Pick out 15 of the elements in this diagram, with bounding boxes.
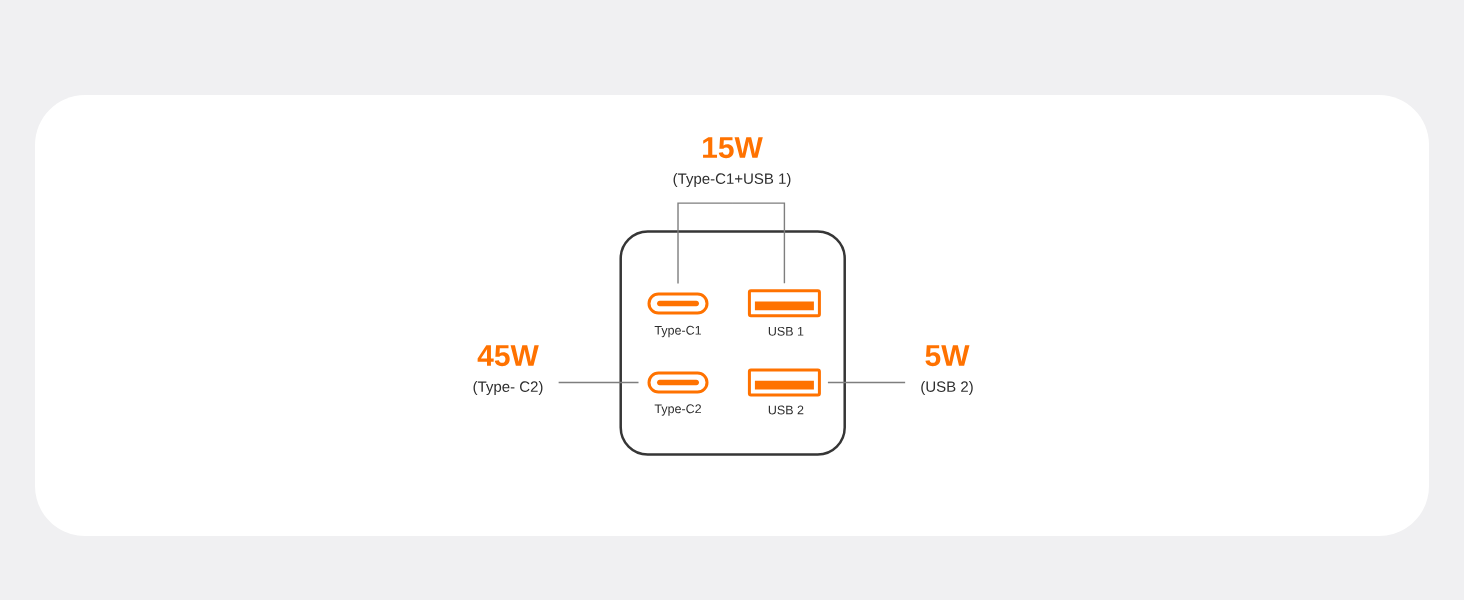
- wattage-label: 45W: [477, 345, 539, 367]
- port-label: Type-C2: [654, 404, 701, 416]
- port-label: Type-C1: [654, 325, 701, 338]
- leader-line: [827, 381, 906, 384]
- charger-outline: [619, 230, 846, 456]
- port-caption: (USB 2): [921, 381, 973, 395]
- port-label: USB 2: [768, 405, 804, 415]
- leader-line: [557, 381, 640, 384]
- port-caption: (Type-C1+USB 1): [673, 172, 791, 187]
- leader-line: [731, 202, 786, 284]
- port-caption: (Type- C2): [473, 381, 543, 395]
- port-label: USB 1: [768, 326, 804, 336]
- wattage-label: 5W: [925, 345, 970, 367]
- leader-line: [677, 202, 733, 285]
- wattage-label: 15W: [703, 137, 763, 159]
